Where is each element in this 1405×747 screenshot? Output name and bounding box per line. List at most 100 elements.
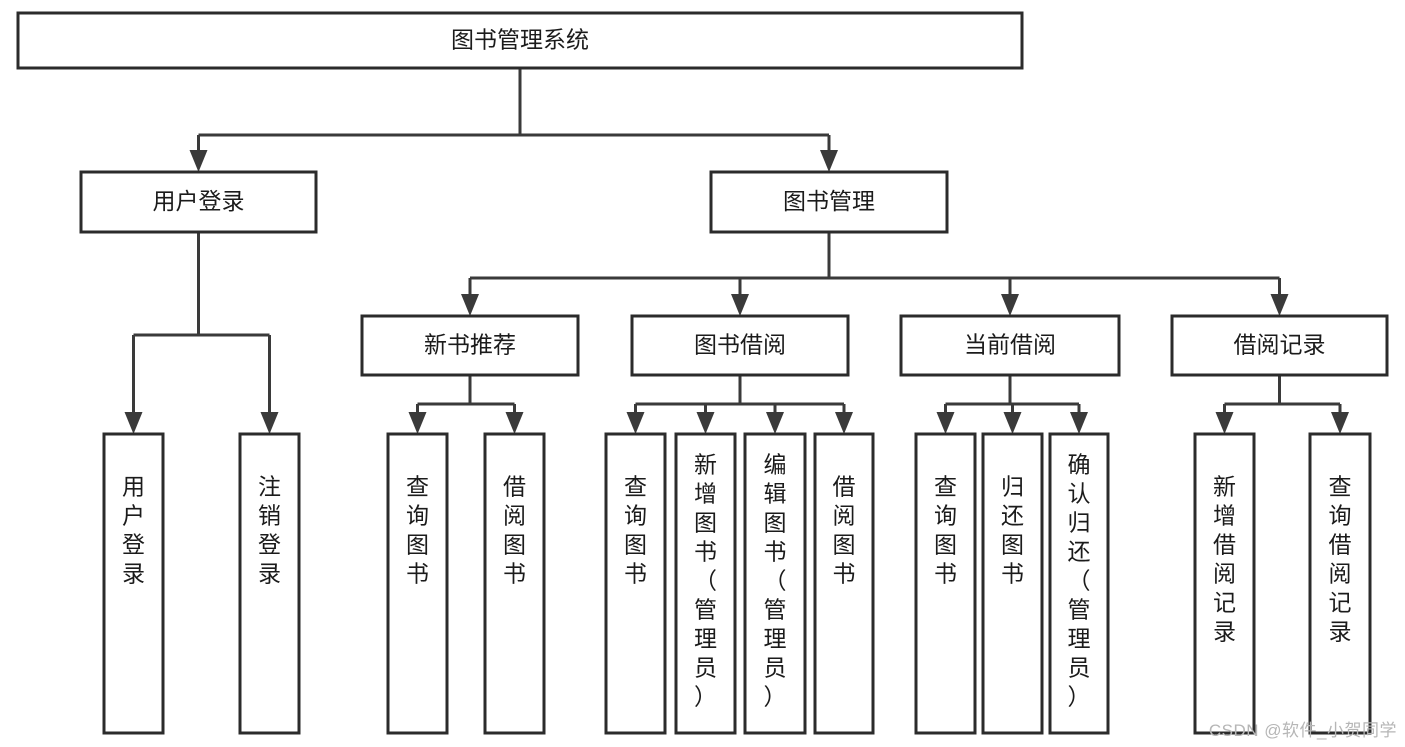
arrow-to-leaf-edit-book-admin (766, 412, 784, 434)
node-user-login[interactable]: 用户登录 (79, 170, 318, 234)
svg-text:认: 认 (1068, 481, 1091, 507)
svg-text:图: 图 (624, 532, 647, 558)
svg-text:图: 图 (764, 510, 787, 536)
node-layer: 图书管理系统用户登录图书管理新书推荐图书借阅当前借阅借阅记录用户登录注销登录查询… (16, 11, 1389, 735)
svg-text:管: 管 (694, 597, 717, 623)
svg-text:书: 书 (624, 561, 647, 587)
node-box-leaf-query-book-borrow[interactable] (604, 432, 667, 735)
node-label-book-management: 图书管理 (783, 188, 875, 214)
node-book-management[interactable]: 图书管理 (709, 170, 949, 234)
svg-text:录: 录 (122, 561, 145, 587)
svg-text:（: （ (764, 568, 787, 594)
arrow-to-leaf-user-login (124, 412, 143, 434)
svg-text:借: 借 (1213, 532, 1236, 558)
node-box-current-borrow[interactable] (899, 314, 1121, 377)
node-box-leaf-query-book-current[interactable] (914, 432, 977, 735)
svg-text:新: 新 (1213, 474, 1236, 500)
node-box-leaf-user-login[interactable] (102, 432, 165, 735)
svg-text:查: 查 (1329, 474, 1352, 500)
node-leaf-user-login[interactable]: 用户登录 (102, 432, 165, 735)
arrow-to-leaf-query-book-borrow (626, 412, 645, 434)
svg-text:图: 图 (934, 532, 957, 558)
svg-text:）: ） (764, 684, 787, 710)
node-box-leaf-borrow-book[interactable] (813, 432, 875, 735)
node-box-leaf-return-book[interactable] (981, 432, 1044, 735)
node-label-new-book-recommend: 新书推荐 (424, 332, 516, 358)
svg-text:录: 录 (1329, 619, 1352, 645)
node-box-leaf-edit-book-admin[interactable] (743, 432, 807, 735)
arrow-to-current-borrow (1001, 294, 1019, 316)
node-box-leaf-add-book-admin[interactable] (674, 432, 737, 735)
svg-text:）: ） (1068, 684, 1091, 710)
node-box-root[interactable] (16, 11, 1024, 70)
node-current-borrow[interactable]: 当前借阅 (899, 314, 1121, 377)
node-label-borrow-record: 借阅记录 (1234, 332, 1326, 358)
node-book-borrow[interactable]: 图书借阅 (630, 314, 850, 377)
arrow-to-leaf-add-book-admin (696, 412, 715, 434)
svg-text:注: 注 (258, 474, 281, 500)
svg-text:图: 图 (406, 532, 429, 558)
svg-text:还: 还 (1068, 539, 1091, 565)
node-new-book-recommend[interactable]: 新书推荐 (360, 314, 580, 377)
node-box-user-login[interactable] (79, 170, 318, 234)
svg-text:归: 归 (1068, 510, 1091, 536)
svg-text:记: 记 (1329, 590, 1352, 616)
svg-text:理: 理 (1068, 626, 1091, 652)
arrow-to-user-login (189, 150, 208, 172)
svg-text:图: 图 (1001, 532, 1024, 558)
node-box-book-management[interactable] (709, 170, 949, 234)
svg-text:员: 员 (694, 655, 717, 681)
node-box-leaf-confirm-return-admin[interactable] (1048, 432, 1110, 735)
node-box-leaf-logout-login[interactable] (238, 432, 301, 735)
svg-text:编: 编 (764, 452, 787, 478)
svg-text:书: 书 (694, 539, 717, 565)
arrow-to-leaf-query-borrow-record (1331, 412, 1349, 434)
svg-text:图: 图 (694, 510, 717, 536)
arrow-to-leaf-return-book (1003, 412, 1022, 434)
svg-text:销: 销 (258, 503, 281, 529)
svg-text:辑: 辑 (764, 481, 787, 507)
svg-text:（: （ (694, 568, 717, 594)
svg-text:询: 询 (406, 503, 429, 529)
node-label-root: 图书管理系统 (451, 27, 589, 53)
node-box-borrow-record[interactable] (1170, 314, 1389, 377)
arrow-to-leaf-query-book-recommend (408, 412, 427, 434)
node-box-leaf-add-borrow-record[interactable] (1193, 432, 1256, 735)
node-borrow-record[interactable]: 借阅记录 (1170, 314, 1389, 377)
node-box-book-borrow[interactable] (630, 314, 850, 377)
svg-text:图: 图 (833, 532, 856, 558)
svg-text:图: 图 (503, 532, 526, 558)
svg-text:询: 询 (1329, 503, 1352, 529)
node-box-new-book-recommend[interactable] (360, 314, 580, 377)
svg-text:管: 管 (764, 597, 787, 623)
svg-text:查: 查 (406, 474, 429, 500)
node-box-leaf-query-book-recommend[interactable] (386, 432, 449, 735)
svg-text:用: 用 (122, 474, 145, 500)
node-root[interactable]: 图书管理系统 (16, 11, 1024, 70)
node-box-leaf-borrow-book-recommend[interactable] (483, 432, 546, 735)
arrow-to-new-book-recommend (461, 294, 479, 316)
node-label-current-borrow: 当前借阅 (964, 332, 1056, 358)
node-label-book-borrow: 图书借阅 (694, 332, 786, 358)
svg-text:归: 归 (1001, 474, 1024, 500)
node-box-leaf-query-borrow-record[interactable] (1308, 432, 1372, 735)
